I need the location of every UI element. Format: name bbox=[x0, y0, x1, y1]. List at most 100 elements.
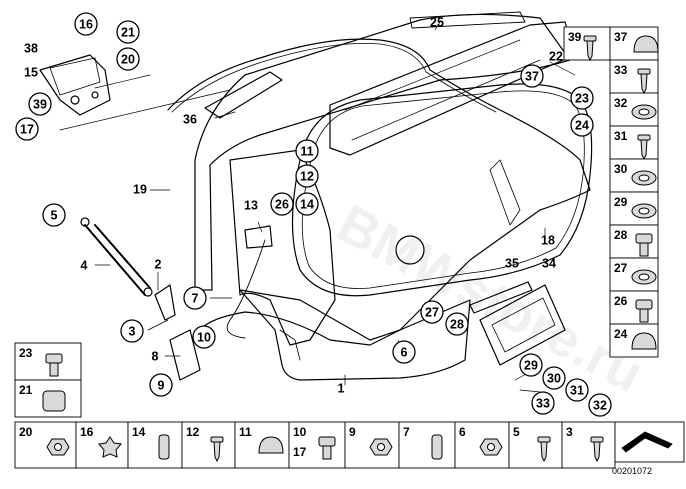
callout-20: 20 bbox=[116, 47, 140, 71]
part-cell-21: 21 bbox=[14, 379, 82, 418]
callout-label: 23 bbox=[575, 92, 589, 106]
callout-37: 37 bbox=[520, 64, 544, 88]
callout-label: 31 bbox=[570, 384, 584, 398]
callout-label: 16 bbox=[79, 18, 93, 32]
callout-circle bbox=[519, 353, 543, 377]
upper-frame bbox=[194, 13, 571, 291]
callout-circle bbox=[183, 286, 207, 310]
license-plate-holder bbox=[479, 284, 566, 366]
part-number: 6 bbox=[459, 425, 466, 439]
part-cell-29: 29 bbox=[609, 191, 659, 226]
part-number: 21 bbox=[19, 383, 33, 397]
part-cell-3: 3 bbox=[561, 421, 616, 469]
callout-35: 35 bbox=[505, 257, 519, 271]
part-cell-7: 7 bbox=[398, 421, 456, 469]
part-icon bbox=[369, 438, 393, 456]
callout-circle bbox=[116, 20, 140, 44]
part-number: 12 bbox=[186, 425, 200, 439]
callout-25: 25 bbox=[430, 16, 444, 30]
callout-circle bbox=[120, 319, 144, 343]
part-cell-37: 37 bbox=[609, 26, 659, 61]
callout-label: 10 bbox=[197, 331, 211, 345]
part-cell-39: 39 bbox=[563, 26, 611, 62]
callout-4: 4 bbox=[81, 259, 88, 273]
gas-strut bbox=[84, 224, 151, 296]
callout-32: 32 bbox=[588, 393, 612, 417]
callout-39: 39 bbox=[28, 92, 52, 116]
callout-27: 27 bbox=[420, 300, 444, 324]
part-number: 11 bbox=[239, 425, 252, 439]
callout-label: 27 bbox=[425, 306, 439, 320]
callout-label: 22 bbox=[549, 50, 563, 64]
callout-label: 13 bbox=[244, 199, 258, 213]
part-cell-border bbox=[181, 421, 236, 469]
part-cell-border bbox=[288, 421, 346, 469]
callout-label: 11 bbox=[300, 145, 313, 159]
watermark: BMWstore.ru bbox=[328, 194, 653, 405]
callout-label: 14 bbox=[300, 198, 314, 212]
part-number: 32 bbox=[614, 96, 628, 110]
part-cell-26: 26 bbox=[609, 290, 659, 325]
part-cell-11: 11 bbox=[234, 421, 290, 469]
part-cell-16: 16 bbox=[75, 421, 129, 469]
part-cell-border bbox=[127, 421, 183, 469]
callout-label: 15 bbox=[24, 66, 38, 80]
part-icon bbox=[631, 269, 657, 285]
part-cell-6: 6 bbox=[454, 421, 510, 469]
callout-12: 12 bbox=[295, 164, 319, 188]
callout-label: 18 bbox=[541, 234, 555, 248]
callout-circle bbox=[15, 117, 39, 141]
part-icon bbox=[633, 35, 659, 53]
part-number: 37 bbox=[614, 30, 628, 44]
callout-circle bbox=[570, 113, 594, 137]
callout-circle bbox=[74, 12, 98, 36]
callout-label: 38 bbox=[24, 42, 38, 56]
part-number: 28 bbox=[614, 228, 628, 242]
trim-strip bbox=[469, 281, 533, 314]
part-icon bbox=[537, 436, 551, 463]
part-number: 7 bbox=[403, 425, 410, 439]
callout-label: 3 bbox=[129, 325, 136, 339]
part-icon bbox=[631, 170, 657, 186]
callout-30: 30 bbox=[542, 366, 566, 390]
callout-5: 5 bbox=[42, 203, 66, 227]
callout-13: 13 bbox=[244, 199, 258, 213]
part-icon bbox=[42, 390, 66, 412]
part-cell-border bbox=[609, 125, 659, 160]
part-number: 29 bbox=[614, 195, 628, 209]
part-number: 3 bbox=[566, 425, 573, 439]
callout-17: 17 bbox=[15, 117, 39, 141]
callout-circle bbox=[295, 164, 319, 188]
callout-3: 3 bbox=[120, 319, 144, 343]
part-icon bbox=[431, 434, 443, 460]
callout-15: 15 bbox=[24, 66, 38, 80]
part-icon bbox=[637, 68, 651, 95]
callout-14: 14 bbox=[295, 192, 319, 216]
part-icon bbox=[635, 233, 653, 257]
callout-label: 7 bbox=[192, 292, 199, 306]
part-number: 24 bbox=[614, 327, 628, 341]
callout-circle bbox=[295, 139, 319, 163]
part-number: 20 bbox=[19, 425, 33, 439]
callout-28: 28 bbox=[445, 312, 469, 336]
part-number: 9 bbox=[349, 425, 356, 439]
callout-11: 11 bbox=[295, 139, 319, 163]
callout-circle bbox=[531, 391, 555, 415]
callout-circle bbox=[42, 203, 66, 227]
callout-label: 30 bbox=[547, 372, 561, 386]
callout-1: 1 bbox=[338, 382, 345, 396]
callout-31: 31 bbox=[565, 378, 589, 402]
part-cell-32: 32 bbox=[609, 92, 659, 127]
part-cell-9: 9 bbox=[344, 421, 400, 469]
callout-33: 33 bbox=[531, 391, 555, 415]
part-cell-12: 12 bbox=[181, 421, 236, 469]
part-icon bbox=[631, 104, 657, 120]
part-cell-33: 33 bbox=[609, 59, 659, 95]
callout-label: 8 bbox=[152, 350, 159, 364]
callout-8: 8 bbox=[152, 350, 159, 364]
callout-circle bbox=[570, 86, 594, 110]
part-icon bbox=[210, 436, 224, 463]
